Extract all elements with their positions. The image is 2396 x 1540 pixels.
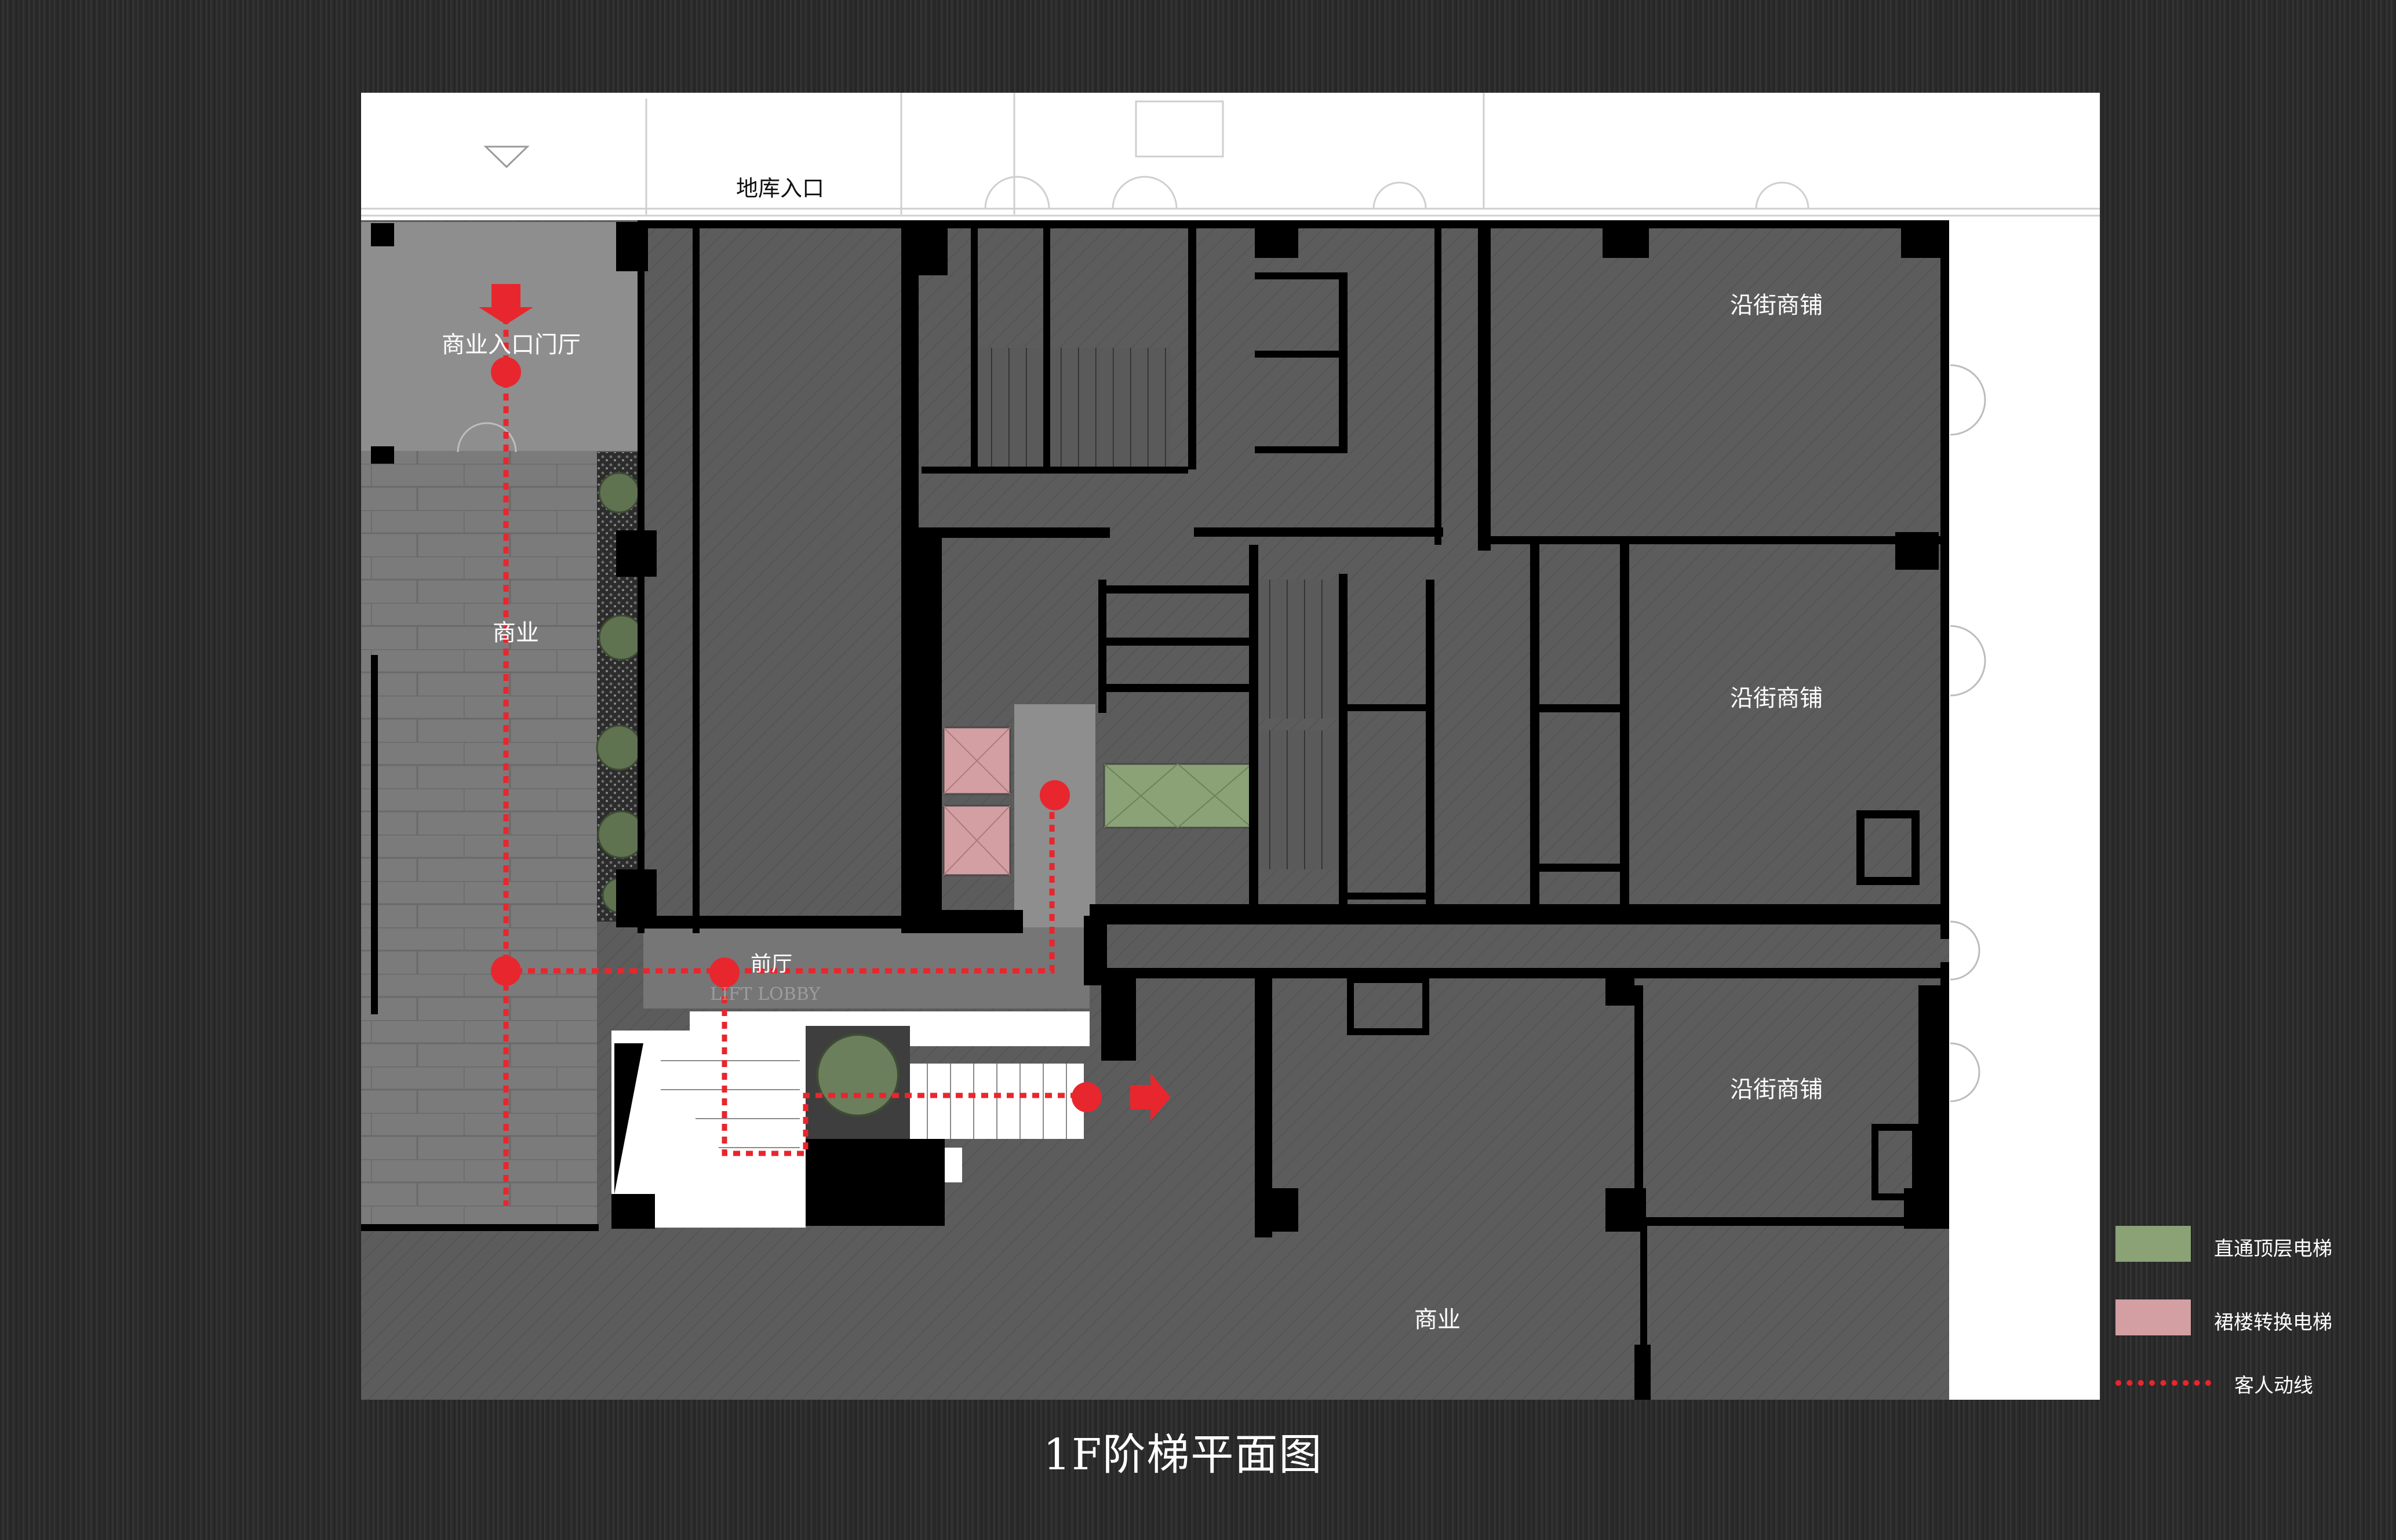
commercial-lobby-area [361,222,642,451]
door-swings [457,364,1986,1102]
commercial-south-label: 商业 [1414,1306,1461,1333]
basement-entrance-label: 地库入口 [736,176,824,201]
legend-swatch-direct-elevator [2115,1226,2191,1262]
route-node-west [491,956,521,986]
lift-lobby-label: LIFT LOBBY [710,984,821,1004]
guest-route [479,284,1171,1206]
plan-title: 1F阶梯平面图 [1043,1430,1323,1480]
stairwell-core-2 [1258,730,1339,869]
street-shop-label-1: 沿街商铺 [1730,292,1823,319]
exit-arrow-icon [1130,1073,1171,1121]
street-shop-label-3: 沿街商铺 [1730,1076,1823,1103]
route-node-elevator [1040,780,1070,810]
direct-elevator [1103,763,1253,829]
stairwell-core [1258,580,1339,719]
top-strip-details [361,93,2100,217]
legend-label-podium-elevator: 裙楼转换电梯 [2214,1311,2332,1334]
street-shop-label-2: 沿街商铺 [1730,685,1823,712]
stairwell-north [974,348,1171,472]
courtyard-tree [816,1033,900,1117]
route-node-stair [1072,1082,1102,1112]
commercial-west-label: 商业 [493,620,539,646]
west-commercial-paving [361,451,597,1230]
legend-swatch-podium-elevator [2115,1299,2191,1335]
elevator-lobby-floor [1014,704,1095,927]
commercial-lobby-label: 商业入口门厅 [442,332,581,358]
entry-arrow-icon [479,284,533,325]
route-node-front-hall [709,958,740,988]
route-node-lobby [491,357,521,387]
legend-label-direct-elevator: 直通顶层电梯 [2214,1237,2332,1261]
legend-swatch-guest-route [2115,1380,2211,1386]
legend-label-guest-route: 客人动线 [2234,1374,2313,1397]
walls [361,220,1949,1400]
front-hall-label: 前厅 [751,952,792,976]
north-arrow-icon [483,145,530,169]
grand-stair [611,1011,1090,1228]
